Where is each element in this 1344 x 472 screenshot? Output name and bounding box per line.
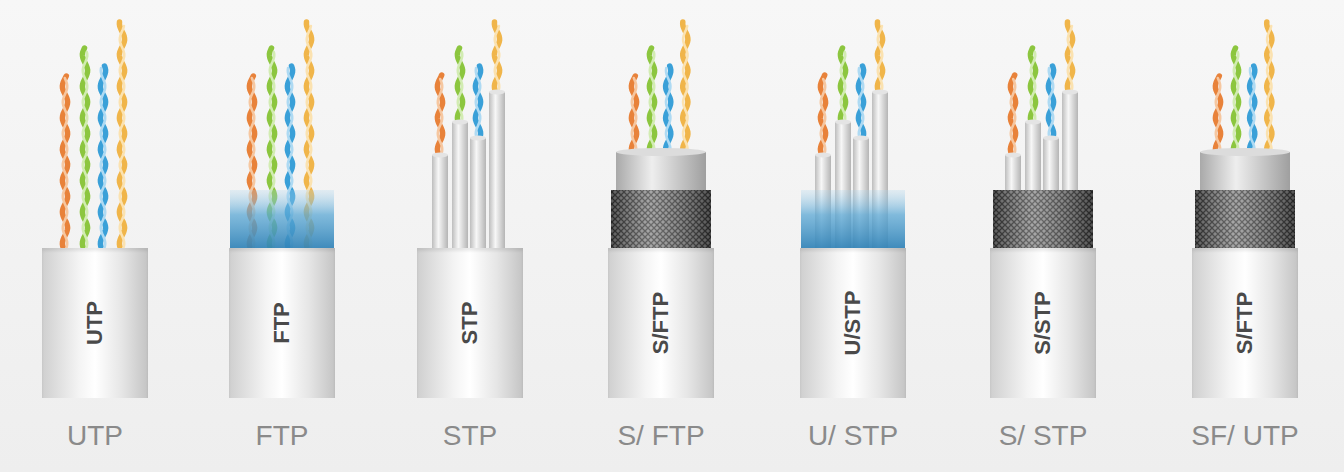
twisted-wire [683, 22, 688, 156]
braid-shield [993, 190, 1093, 252]
pair-shield [1025, 120, 1041, 125]
foil-shield [1200, 152, 1290, 192]
twisted-wire [437, 75, 442, 157]
twisted-wire [1010, 75, 1015, 157]
cable-caption: S/ STP [999, 420, 1088, 452]
twisted-wire [1068, 26, 1072, 94]
pair-shield [835, 120, 851, 125]
pair-shield [452, 120, 468, 125]
twisted-wire [1233, 48, 1238, 156]
twisted-wire [475, 66, 480, 140]
twisted-wire [649, 48, 654, 156]
jacket-label: S/FTP [1232, 292, 1258, 354]
twisted-wire [1011, 79, 1015, 157]
pair-shield [452, 122, 468, 252]
twisted-wire [82, 48, 87, 252]
twisted-wire [650, 52, 654, 156]
braid-shield [611, 190, 711, 252]
twisted-wire [457, 48, 462, 124]
twisted-wire [1267, 26, 1271, 156]
cable-jacket: FTPFTP [229, 248, 335, 398]
jacket-label: STP [457, 302, 483, 345]
twisted-wire [494, 22, 499, 94]
foil-shield [1200, 148, 1290, 156]
twisted-wire [1250, 66, 1255, 156]
twisted-wire [438, 79, 442, 157]
twisted-wire [495, 26, 499, 94]
twisted-wire [821, 79, 825, 157]
pair-shield [489, 90, 505, 95]
pair-shield [1043, 136, 1059, 141]
twisted-wire [1234, 52, 1238, 156]
pair-shield [872, 90, 888, 95]
twisted-wire [841, 52, 845, 124]
twisted-wire [476, 68, 480, 140]
cable-jacket: UTPUTP [42, 248, 148, 398]
braid-shield [993, 190, 1093, 252]
cable-caption: S/ FTP [617, 420, 704, 452]
twisted-wire [119, 22, 124, 252]
twisted-wire [101, 68, 105, 252]
twisted-wire [458, 52, 462, 124]
twisted-wire [1067, 22, 1072, 94]
pair-shield [489, 92, 505, 252]
pair-shield [432, 155, 448, 252]
cable-caption: U/ STP [808, 420, 898, 452]
jacket-label: S/FTP [648, 292, 674, 354]
foil-shield [801, 190, 905, 252]
braid-shield [1195, 190, 1295, 252]
jacket-label: U/STP [840, 291, 866, 356]
foil-shield [616, 152, 706, 192]
twisted-wire [1030, 48, 1035, 124]
pair-shield [470, 136, 486, 141]
twisted-wire [683, 26, 687, 156]
foil-shield [616, 148, 706, 156]
braid-shield [611, 190, 711, 252]
jacket-label: FTP [269, 302, 295, 344]
pair-shield [470, 138, 486, 252]
twisted-wire [1215, 76, 1220, 156]
foil-shield [230, 190, 334, 252]
cable-caption: FTP [256, 420, 309, 452]
twisted-wire [120, 26, 124, 252]
jacket-label: UTP [82, 301, 108, 345]
twisted-wire [1250, 68, 1254, 156]
pair-shield [815, 153, 831, 158]
twisted-wire [666, 66, 671, 156]
cable-jacket: STPSTP [417, 248, 523, 398]
jacket-label: S/STP [1030, 291, 1056, 355]
twisted-wire [1049, 68, 1053, 140]
twisted-wire [877, 22, 882, 94]
pair-shield [432, 153, 448, 158]
twisted-wire [859, 68, 863, 140]
twisted-wire [1216, 78, 1220, 156]
twisted-wire [820, 75, 825, 157]
cable-jacket: S/FTPS/ FTP [608, 248, 714, 398]
cable-caption: UTP [67, 420, 123, 452]
cable-jacket: U/STPU/ STP [800, 248, 906, 398]
braid-shield [1195, 190, 1295, 252]
cable-jacket: S/STPS/ STP [990, 248, 1096, 398]
cable-caption: SF/ UTP [1191, 420, 1298, 452]
pair-shield [853, 136, 869, 141]
twisted-wire [100, 66, 105, 252]
pair-shield [1005, 153, 1021, 158]
twisted-wire [858, 66, 863, 140]
twisted-wire [632, 78, 636, 156]
twisted-wire [666, 68, 670, 156]
twisted-wire [1048, 66, 1053, 140]
pair-shield [1062, 90, 1078, 95]
twisted-wire [83, 52, 87, 252]
twisted-wire [63, 78, 67, 252]
cable-caption: STP [443, 420, 497, 452]
twisted-wire [1031, 52, 1035, 124]
twisted-wire [62, 76, 67, 252]
twisted-wire [878, 26, 882, 94]
twisted-wire [840, 48, 845, 124]
twisted-wire [1267, 22, 1272, 156]
cable-jacket: S/FTPSF/ UTP [1192, 248, 1298, 398]
twisted-wire [631, 76, 636, 156]
